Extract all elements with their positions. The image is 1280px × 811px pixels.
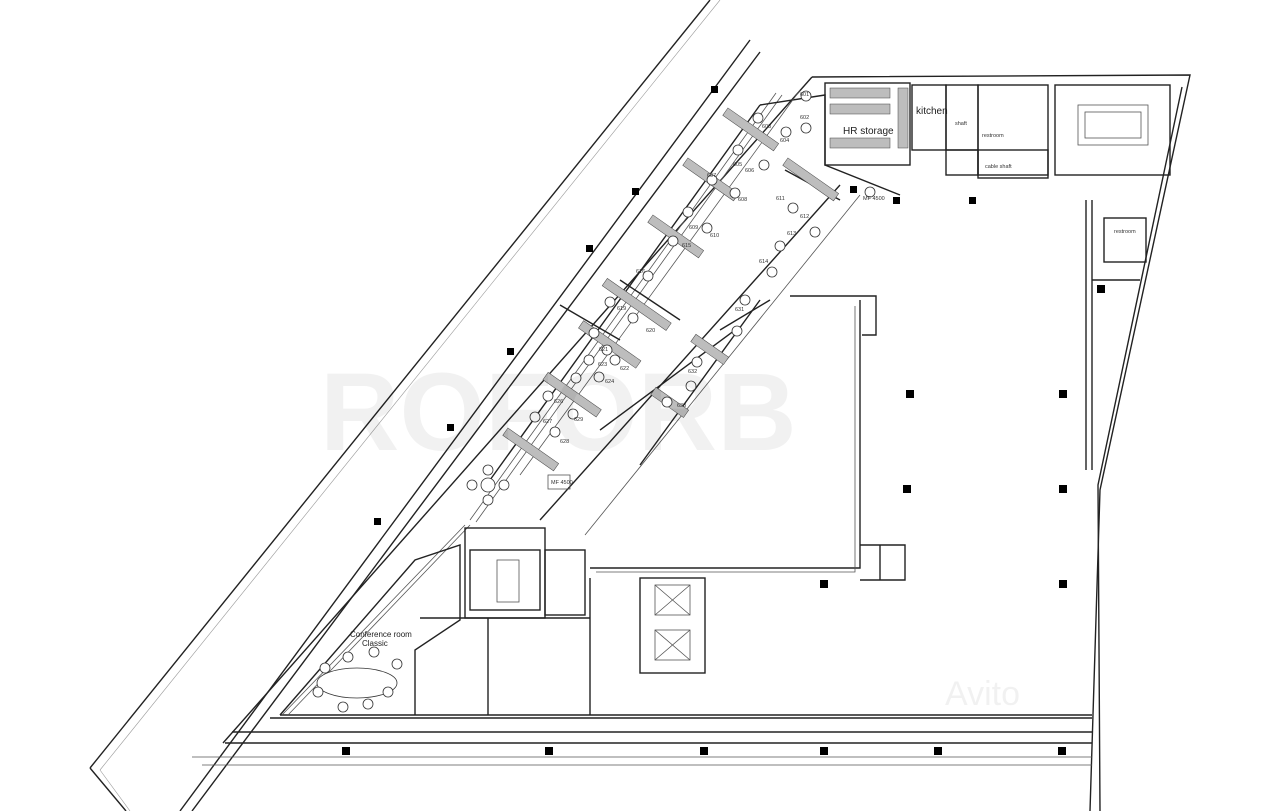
label-conference-line2: Classic	[362, 639, 388, 648]
label-restroom-top: restroom	[982, 133, 1004, 139]
desk-number: 626	[554, 399, 563, 405]
desk-number: 601	[800, 92, 809, 98]
watermark-site: Avito	[945, 675, 1020, 713]
desk-number: 629	[574, 417, 583, 423]
desk-number: 627	[543, 419, 552, 425]
desk-number: 605	[733, 162, 742, 168]
desk-number: 628	[560, 439, 569, 445]
lounge-table	[466, 464, 571, 506]
desk-number: 631	[735, 307, 744, 313]
stair-and-elevators	[420, 527, 706, 715]
desk-number: 621	[599, 347, 608, 353]
desk-number: 623	[598, 362, 607, 368]
desk-number: 608	[738, 197, 747, 203]
desk-number: 607	[707, 173, 716, 179]
desk-number: 615	[682, 243, 691, 249]
desk-number: 620	[646, 328, 655, 334]
office-chairs	[529, 90, 876, 438]
desk-number: 609	[689, 225, 698, 231]
structural-columns	[342, 86, 1105, 755]
desk-number: 604	[780, 138, 789, 144]
outer-walls	[89, 0, 1191, 811]
desk-number: 616	[636, 269, 645, 275]
desk-number: 632	[688, 369, 697, 375]
service-core	[824, 82, 1171, 281]
label-kitchen: kitchen	[916, 106, 948, 117]
label-mfp-top: MF 4500	[863, 196, 885, 202]
desk-number: 622	[620, 366, 629, 372]
desk-number: 619	[617, 306, 626, 312]
label-cable-shaft: cable shaft	[985, 164, 1012, 170]
label-mfp-bottom: MF 4500	[551, 480, 573, 486]
desk-number: 606	[745, 168, 754, 174]
desk-number: 613	[787, 231, 796, 237]
desk-number: 610	[710, 233, 719, 239]
desk-number: 611	[776, 196, 785, 202]
conference-room	[279, 544, 461, 716]
desk-number: 633	[677, 403, 686, 409]
desk-numbers: 601 602 603 604 605 606 607 608 609 610 …	[543, 92, 809, 445]
label-hr-storage: HR storage	[843, 126, 894, 137]
label-conference-line1: Conference room	[350, 630, 412, 639]
desk-number: 612	[800, 214, 809, 220]
desk-number: 624	[605, 379, 614, 385]
desk-number: 603	[762, 124, 771, 130]
open-space	[590, 200, 1093, 581]
desk-number: 614	[759, 259, 768, 265]
label-restroom-right: restroom	[1114, 229, 1136, 235]
watermark-brand: ROFORB	[320, 351, 797, 474]
label-shaft: shaft	[955, 121, 967, 127]
desk-number: 602	[800, 115, 809, 121]
